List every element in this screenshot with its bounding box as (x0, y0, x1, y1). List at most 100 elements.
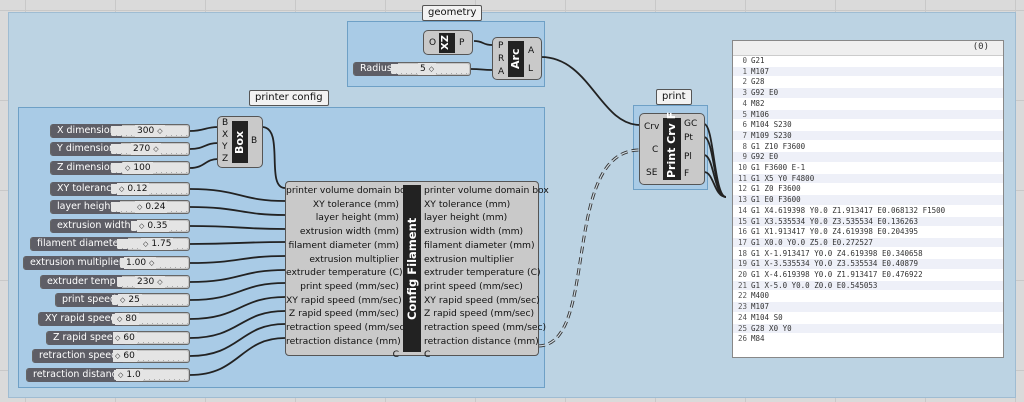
xy-rapid-speed-value[interactable]: 80 (115, 313, 139, 325)
xy-rapid-speed-label: XY rapid speed (39, 312, 123, 326)
z-dimension-slider[interactable]: Z dimension 100 (50, 161, 190, 175)
config-output-extruder-temperature[interactable]: extruder temperature (C) (424, 267, 541, 279)
config-output-extrusion-width[interactable]: extrusion width (mm) (424, 226, 524, 238)
extrusion-width-slider[interactable]: extrusion width 0.35 (50, 219, 190, 233)
config-input-xy-rapid-speed[interactable]: XY rapid speed (mm/sec) (286, 294, 402, 306)
xy-rapid-speed-track[interactable] (112, 314, 188, 324)
print-input-se[interactable]: SE (646, 168, 658, 178)
z-rapid-speed-slider[interactable]: Z rapid speed 60 (46, 331, 190, 345)
print-crv-component[interactable]: Crv C SE Print Crv F GC Pt Pl F (639, 112, 705, 185)
print-group-tab[interactable]: print (656, 89, 692, 105)
config-output-extrusion-multiplier[interactable]: extrusion multiplier (424, 253, 514, 265)
arc-input-a[interactable]: A (498, 67, 505, 77)
z-rapid-speed-track[interactable] (113, 333, 188, 343)
arc-input-r[interactable]: R (498, 54, 505, 64)
print-input-c[interactable]: C (652, 145, 659, 155)
panel-line-index: 15 (737, 216, 747, 226)
extruder-temp-slider[interactable]: extruder temp 230 (40, 275, 190, 289)
x-dimension-value[interactable]: 300 (135, 125, 165, 137)
extruder-temp-value[interactable]: 230 (135, 276, 165, 288)
box-input-z[interactable]: Z (222, 154, 229, 164)
config-input-printer-volume[interactable]: printer volume domain box (286, 185, 411, 196)
radius-slider-value[interactable]: 5 (418, 63, 437, 75)
y-dimension-value[interactable]: 270 (131, 143, 161, 155)
config-output-print-speed[interactable]: print speed (mm/sec) (424, 280, 523, 292)
config-output-xy-tolerance[interactable]: XY tolerance (mm) (424, 198, 511, 210)
config-output-retraction-speed[interactable]: retraction speed (mm/sec) (424, 322, 547, 334)
config-input-extrusion-width[interactable]: extrusion width (mm) (299, 226, 399, 238)
config-input-extruder-temperature[interactable]: extruder temperature (C) (286, 267, 403, 279)
layer-height-value[interactable]: 0.24 (135, 201, 168, 213)
config-input-filament-diameter[interactable]: filament diameter (mm) (288, 239, 399, 251)
arc-name-bar: Arc (508, 41, 524, 77)
retraction-distance-track[interactable] (114, 370, 188, 380)
print-speed-value[interactable]: 25 (118, 294, 142, 306)
filament-diameter-slider[interactable]: filament diameter 1.75 (30, 237, 190, 251)
panel-line-index: 6 (742, 120, 747, 130)
xy-tolerance-slider[interactable]: XY tolerance 0.12 (50, 182, 190, 196)
box-input-y[interactable]: Y (222, 142, 228, 152)
arc-output-l[interactable]: L (528, 64, 534, 74)
config-filament-component[interactable]: printer volume domain box XY tolerance (… (285, 181, 549, 360)
config-output-xy-rapid-speed[interactable]: XY rapid speed (mm/sec) (424, 294, 540, 306)
config-output-z-rapid-speed[interactable]: Z rapid speed (mm/sec) (424, 308, 535, 320)
print-input-crv[interactable]: Crv (644, 122, 660, 132)
box-component[interactable]: B X Y Z Box B (217, 116, 263, 168)
print-output-pl[interactable]: Pl (684, 152, 692, 162)
config-input-print-speed[interactable]: print speed (mm/sec) (300, 280, 399, 292)
xy-rapid-speed-slider[interactable]: XY rapid speed 80 (38, 312, 190, 326)
print-output-gc[interactable]: GC (684, 119, 698, 129)
x-dimension-slider[interactable]: X dimension 300 (50, 124, 190, 138)
config-input-c[interactable]: C (392, 349, 399, 361)
retraction-speed-value[interactable]: 60 (113, 350, 137, 362)
arc-output-a[interactable]: A (528, 46, 535, 56)
config-output-printer-volume[interactable]: printer volume domain box (424, 185, 549, 196)
z-dimension-value[interactable]: 100 (123, 162, 153, 174)
print-speed-track[interactable] (112, 295, 188, 305)
config-output-c[interactable]: C (424, 349, 431, 361)
layer-height-slider[interactable]: layer height 0.24 (50, 200, 190, 214)
config-output-filament-diameter[interactable]: filament diameter (mm) (424, 239, 535, 251)
config-output-retraction-distance[interactable]: retraction distance (mm) (424, 335, 539, 347)
print-output-pt[interactable]: Pt (684, 133, 693, 143)
box-output-b[interactable]: B (251, 136, 258, 146)
print-speed-slider[interactable]: print speed 25 (55, 293, 190, 307)
y-dimension-slider[interactable]: Y dimension 270 (50, 142, 190, 156)
printer-config-group-tab[interactable]: printer config (249, 90, 329, 106)
config-input-z-rapid-speed[interactable]: Z rapid speed (mm/sec) (288, 308, 399, 320)
filament-diameter-value[interactable]: 1.75 (141, 238, 174, 250)
box-input-b[interactable]: B (222, 118, 229, 128)
filament-diameter-label: filament diameter (31, 237, 129, 251)
retraction-speed-slider[interactable]: retraction speed 60 (32, 349, 190, 363)
config-input-layer-height[interactable]: layer height (mm) (315, 212, 399, 224)
config-input-retraction-distance[interactable]: retraction distance (mm) (286, 335, 401, 347)
retraction-distance-slider[interactable]: retraction distance 1.0 (26, 368, 190, 382)
xz-input-o[interactable]: O (429, 38, 437, 48)
x-dimension-label: X dimension (51, 124, 122, 138)
extrusion-multiplier-value[interactable]: 1.00 (124, 257, 157, 269)
box-input-x[interactable]: X (222, 130, 229, 140)
arc-component[interactable]: P R A Arc A L (492, 37, 542, 80)
arc-input-p[interactable]: P (498, 41, 504, 51)
z-rapid-speed-value[interactable]: 60 (113, 332, 137, 344)
config-input-extrusion-multiplier[interactable]: extrusion multiplier (309, 253, 399, 265)
panel-line-index: 10 (737, 163, 747, 172)
extrusion-width-value[interactable]: 0.35 (137, 220, 170, 232)
xz-output-p[interactable]: P (459, 38, 465, 48)
retraction-distance-value[interactable]: 1.0 (116, 369, 143, 381)
xz-plane-component[interactable]: O XZ P (423, 30, 473, 55)
extrusion-multiplier-slider[interactable]: extrusion multiplier 1.00 (23, 256, 190, 270)
xy-tolerance-track[interactable] (111, 184, 188, 194)
print-output-f[interactable]: F (684, 169, 690, 179)
retraction-speed-track[interactable] (113, 351, 188, 361)
panel-line-text: M84 (751, 334, 765, 344)
config-input-xy-tolerance[interactable]: XY tolerance (mm) (312, 198, 399, 210)
radius-slider[interactable]: Radius 5 (353, 62, 471, 76)
config-output-layer-height[interactable]: layer height (mm) (424, 212, 508, 224)
config-input-retraction-speed[interactable]: retraction speed (mm/sec) (286, 322, 409, 334)
xy-tolerance-value[interactable]: 0.12 (117, 183, 150, 195)
geometry-group-tab[interactable]: geometry (422, 5, 483, 21)
